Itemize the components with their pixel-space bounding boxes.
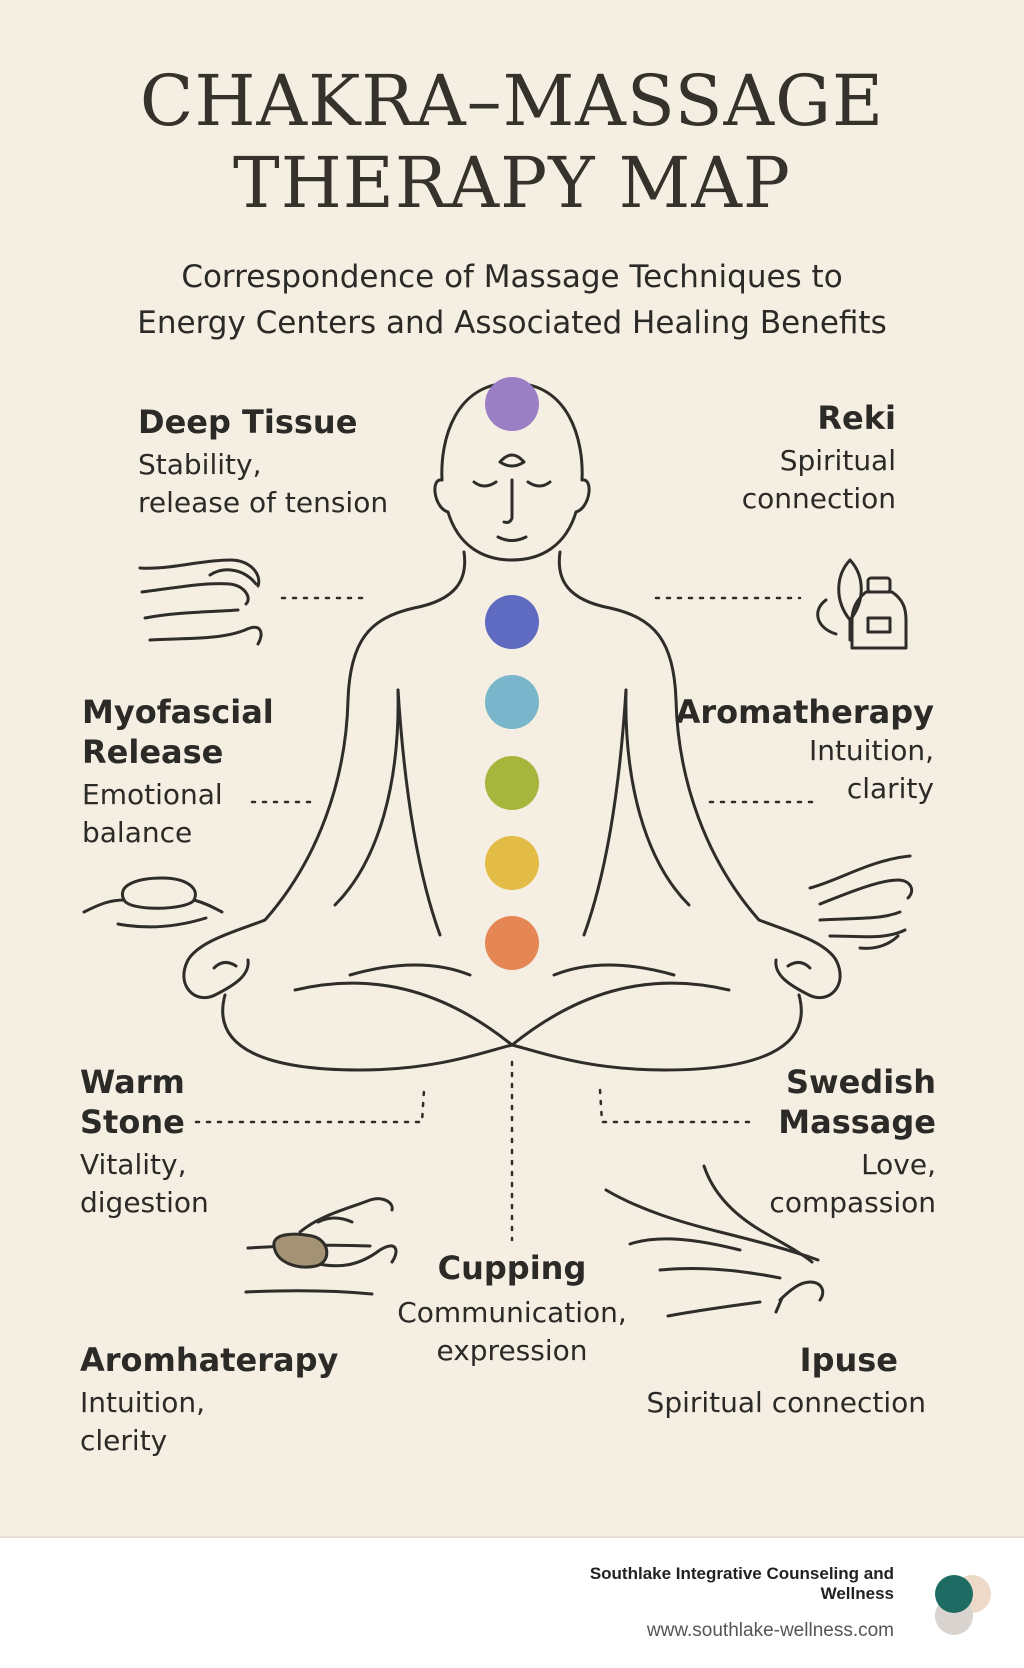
chakra-solar-plexus [485, 756, 539, 810]
chakra-points [485, 377, 539, 970]
technique-benefit: balance [82, 816, 193, 849]
technique-name: Deep Tissue [138, 403, 358, 441]
footer: Southlake Integrative Counseling and Wel… [0, 1536, 1024, 1668]
technique-benefit: Spiritual [779, 444, 896, 477]
hands-icon [138, 558, 263, 646]
chakra-crown [485, 377, 539, 431]
technique-warm-stone: Warm Stone Vitality, digestion [80, 1062, 209, 1222]
chakra-root [485, 916, 539, 970]
organization-name: Southlake Integrative Counseling and Wel… [589, 1564, 894, 1603]
hand-massage-icon [808, 854, 914, 950]
organization-logo-icon [935, 1575, 991, 1635]
chakra-heart [485, 675, 539, 729]
technique-reki: Reki Spiritual connection [742, 398, 896, 518]
diagram-art [82, 377, 914, 1318]
chakra-throat [485, 595, 539, 649]
technique-benefit: clarity [846, 772, 934, 805]
title-line-2: THERAPY MAP [233, 142, 791, 224]
swedish-hands-icon [604, 1164, 825, 1318]
technique-benefit: release of tension [138, 486, 389, 519]
technique-name: Warm [80, 1063, 185, 1101]
technique-benefit: compassion [769, 1186, 936, 1219]
technique-name: Ipuse [799, 1341, 898, 1379]
technique-name: Cupping [437, 1249, 587, 1287]
technique-name: Stone [80, 1103, 185, 1141]
technique-benefit: Intuition, [808, 734, 934, 767]
technique-name: Release [82, 733, 224, 771]
hot-stone [272, 1232, 329, 1269]
subtitle-line-2: Energy Centers and Associated Healing Be… [137, 305, 887, 341]
technique-name: Massage [778, 1103, 936, 1141]
technique-aromhaterapy: Aromhaterapy Intuition, clerity [80, 1340, 338, 1460]
technique-cupping: Cupping Communication, expression [372, 1248, 652, 1370]
technique-name: Myofascial [82, 693, 274, 731]
technique-benefit: digestion [80, 1186, 209, 1219]
technique-benefit: expression [436, 1334, 588, 1367]
technique-benefit: Spiritual connection [646, 1386, 926, 1419]
subtitle: Correspondence of Massage Techniques to … [0, 254, 1024, 346]
technique-name: Aromhaterapy [80, 1341, 339, 1379]
technique-name: Aromatherapy [675, 693, 934, 731]
technique-deep-tissue: Deep Tissue Stability, release of tensio… [138, 402, 388, 522]
technique-aromatherapy: Aromatherapy Intuition, clarity [676, 692, 934, 808]
technique-name: Swedish [785, 1063, 936, 1101]
meditating-figure [182, 381, 842, 1072]
herb-oil-bottle-icon [816, 558, 908, 650]
title-line-1: CHAKRA–MASSAGE [139, 60, 885, 142]
technique-ipuse: Ipuse Spiritual connection [647, 1340, 926, 1422]
technique-myofascial-release: Myofascial Release Emotional balance [82, 692, 274, 852]
technique-benefit: Love, [861, 1148, 936, 1181]
technique-benefit: connection [741, 482, 896, 515]
technique-benefit: Vitality, [80, 1148, 187, 1181]
chakra-sacral [485, 836, 539, 890]
technique-benefit: Intuition, [80, 1386, 206, 1419]
technique-benefit: Stability, [138, 448, 262, 481]
technique-swedish-massage: Swedish Massage Love, compassion [769, 1062, 936, 1222]
page-title: CHAKRA–MASSAGE THERAPY MAP [0, 60, 1024, 224]
subtitle-line-1: Correspondence of Massage Techniques to [181, 259, 843, 295]
technique-benefit: Emotional [82, 778, 223, 811]
connector-lines [194, 596, 820, 1242]
technique-benefit: clerity [80, 1424, 168, 1457]
technique-benefit: Communication, [397, 1296, 627, 1329]
technique-name: Reki [817, 399, 896, 437]
website-link[interactable]: www.southlake-wellness.com [646, 1620, 894, 1641]
stone-icon [82, 876, 224, 929]
